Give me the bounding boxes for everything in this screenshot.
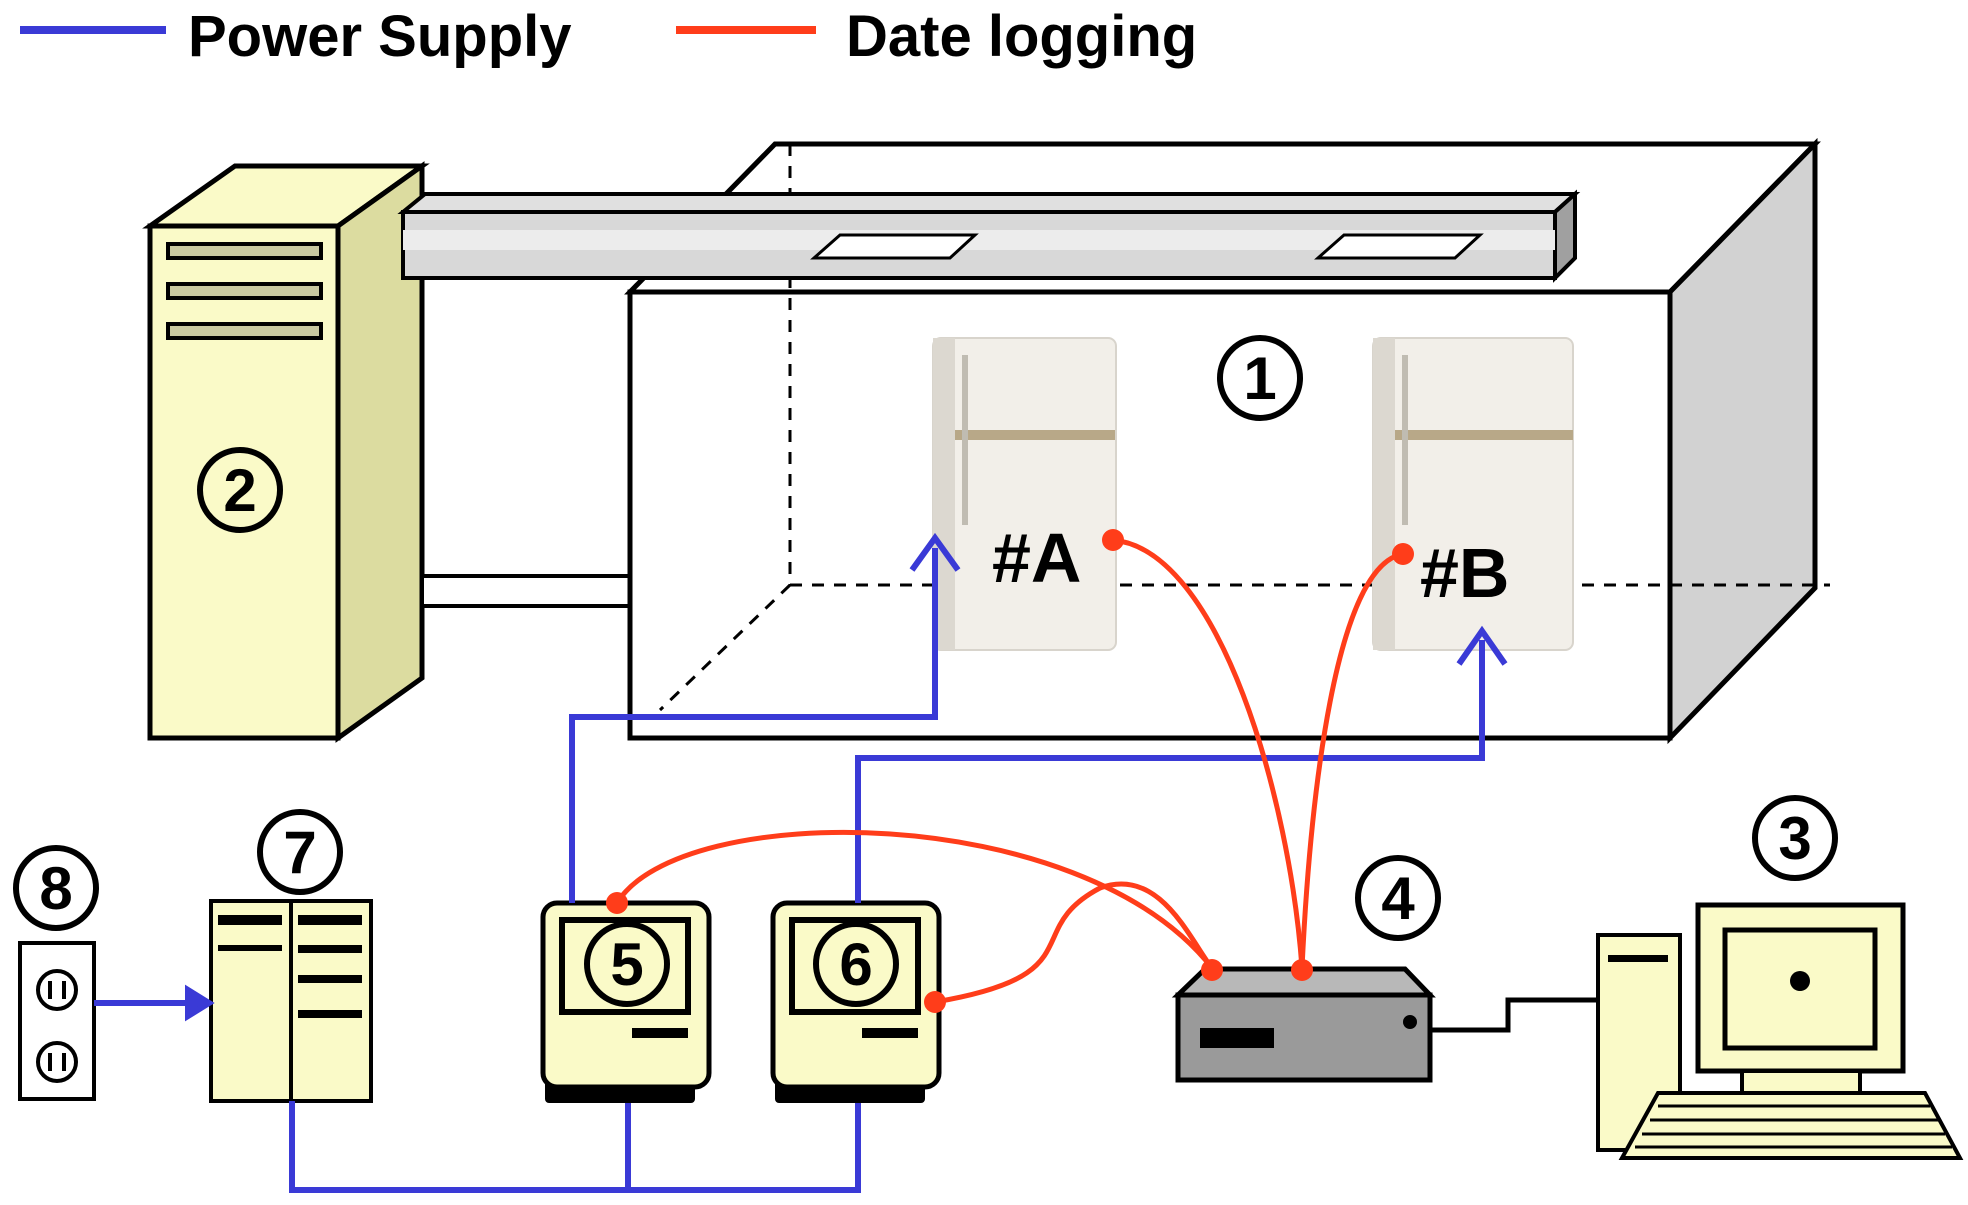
supply-duct	[397, 189, 1581, 283]
return-pipe	[420, 574, 634, 608]
marker-7-label: 7	[283, 819, 316, 886]
marker-4: 4	[1355, 855, 1441, 941]
marker-6-label: 6	[839, 931, 872, 998]
data-logger-icon	[1171, 966, 1436, 1083]
marker-5-label: 5	[610, 931, 643, 998]
marker-4-label: 4	[1381, 865, 1415, 932]
legend-data-label: Date logging	[846, 4, 1197, 69]
marker-8: 8	[13, 845, 99, 931]
sensor-dots	[606, 529, 1414, 1013]
legend: Power Supply Date logging	[20, 4, 1197, 69]
refrigerator-b-label: #B	[1420, 534, 1509, 612]
marker-8-label: 8	[39, 855, 72, 922]
air-conditioning-unit-icon	[142, 161, 430, 743]
marker-3: 3	[1752, 795, 1838, 881]
logger-pc-cable	[1430, 997, 1598, 1033]
refrigerator-a-label: #A	[992, 519, 1081, 597]
wall-outlet-icon	[18, 941, 96, 1101]
desktop-computer-icon	[1596, 902, 1964, 1160]
marker-2: 2	[197, 447, 283, 533]
refrigerator-a-icon	[932, 337, 1117, 651]
marker-7: 7	[257, 809, 343, 895]
power-distribution-unit-icon	[209, 899, 373, 1103]
marker-5: 5	[584, 921, 670, 1007]
data-logging-lines	[614, 537, 1404, 1005]
marker-2-label: 2	[223, 457, 256, 524]
marker-1-label: 1	[1243, 345, 1276, 412]
legend-power-label: Power Supply	[188, 4, 572, 69]
marker-1: 1	[1217, 335, 1303, 421]
marker-3-label: 3	[1778, 805, 1811, 872]
marker-6: 6	[813, 921, 899, 1007]
